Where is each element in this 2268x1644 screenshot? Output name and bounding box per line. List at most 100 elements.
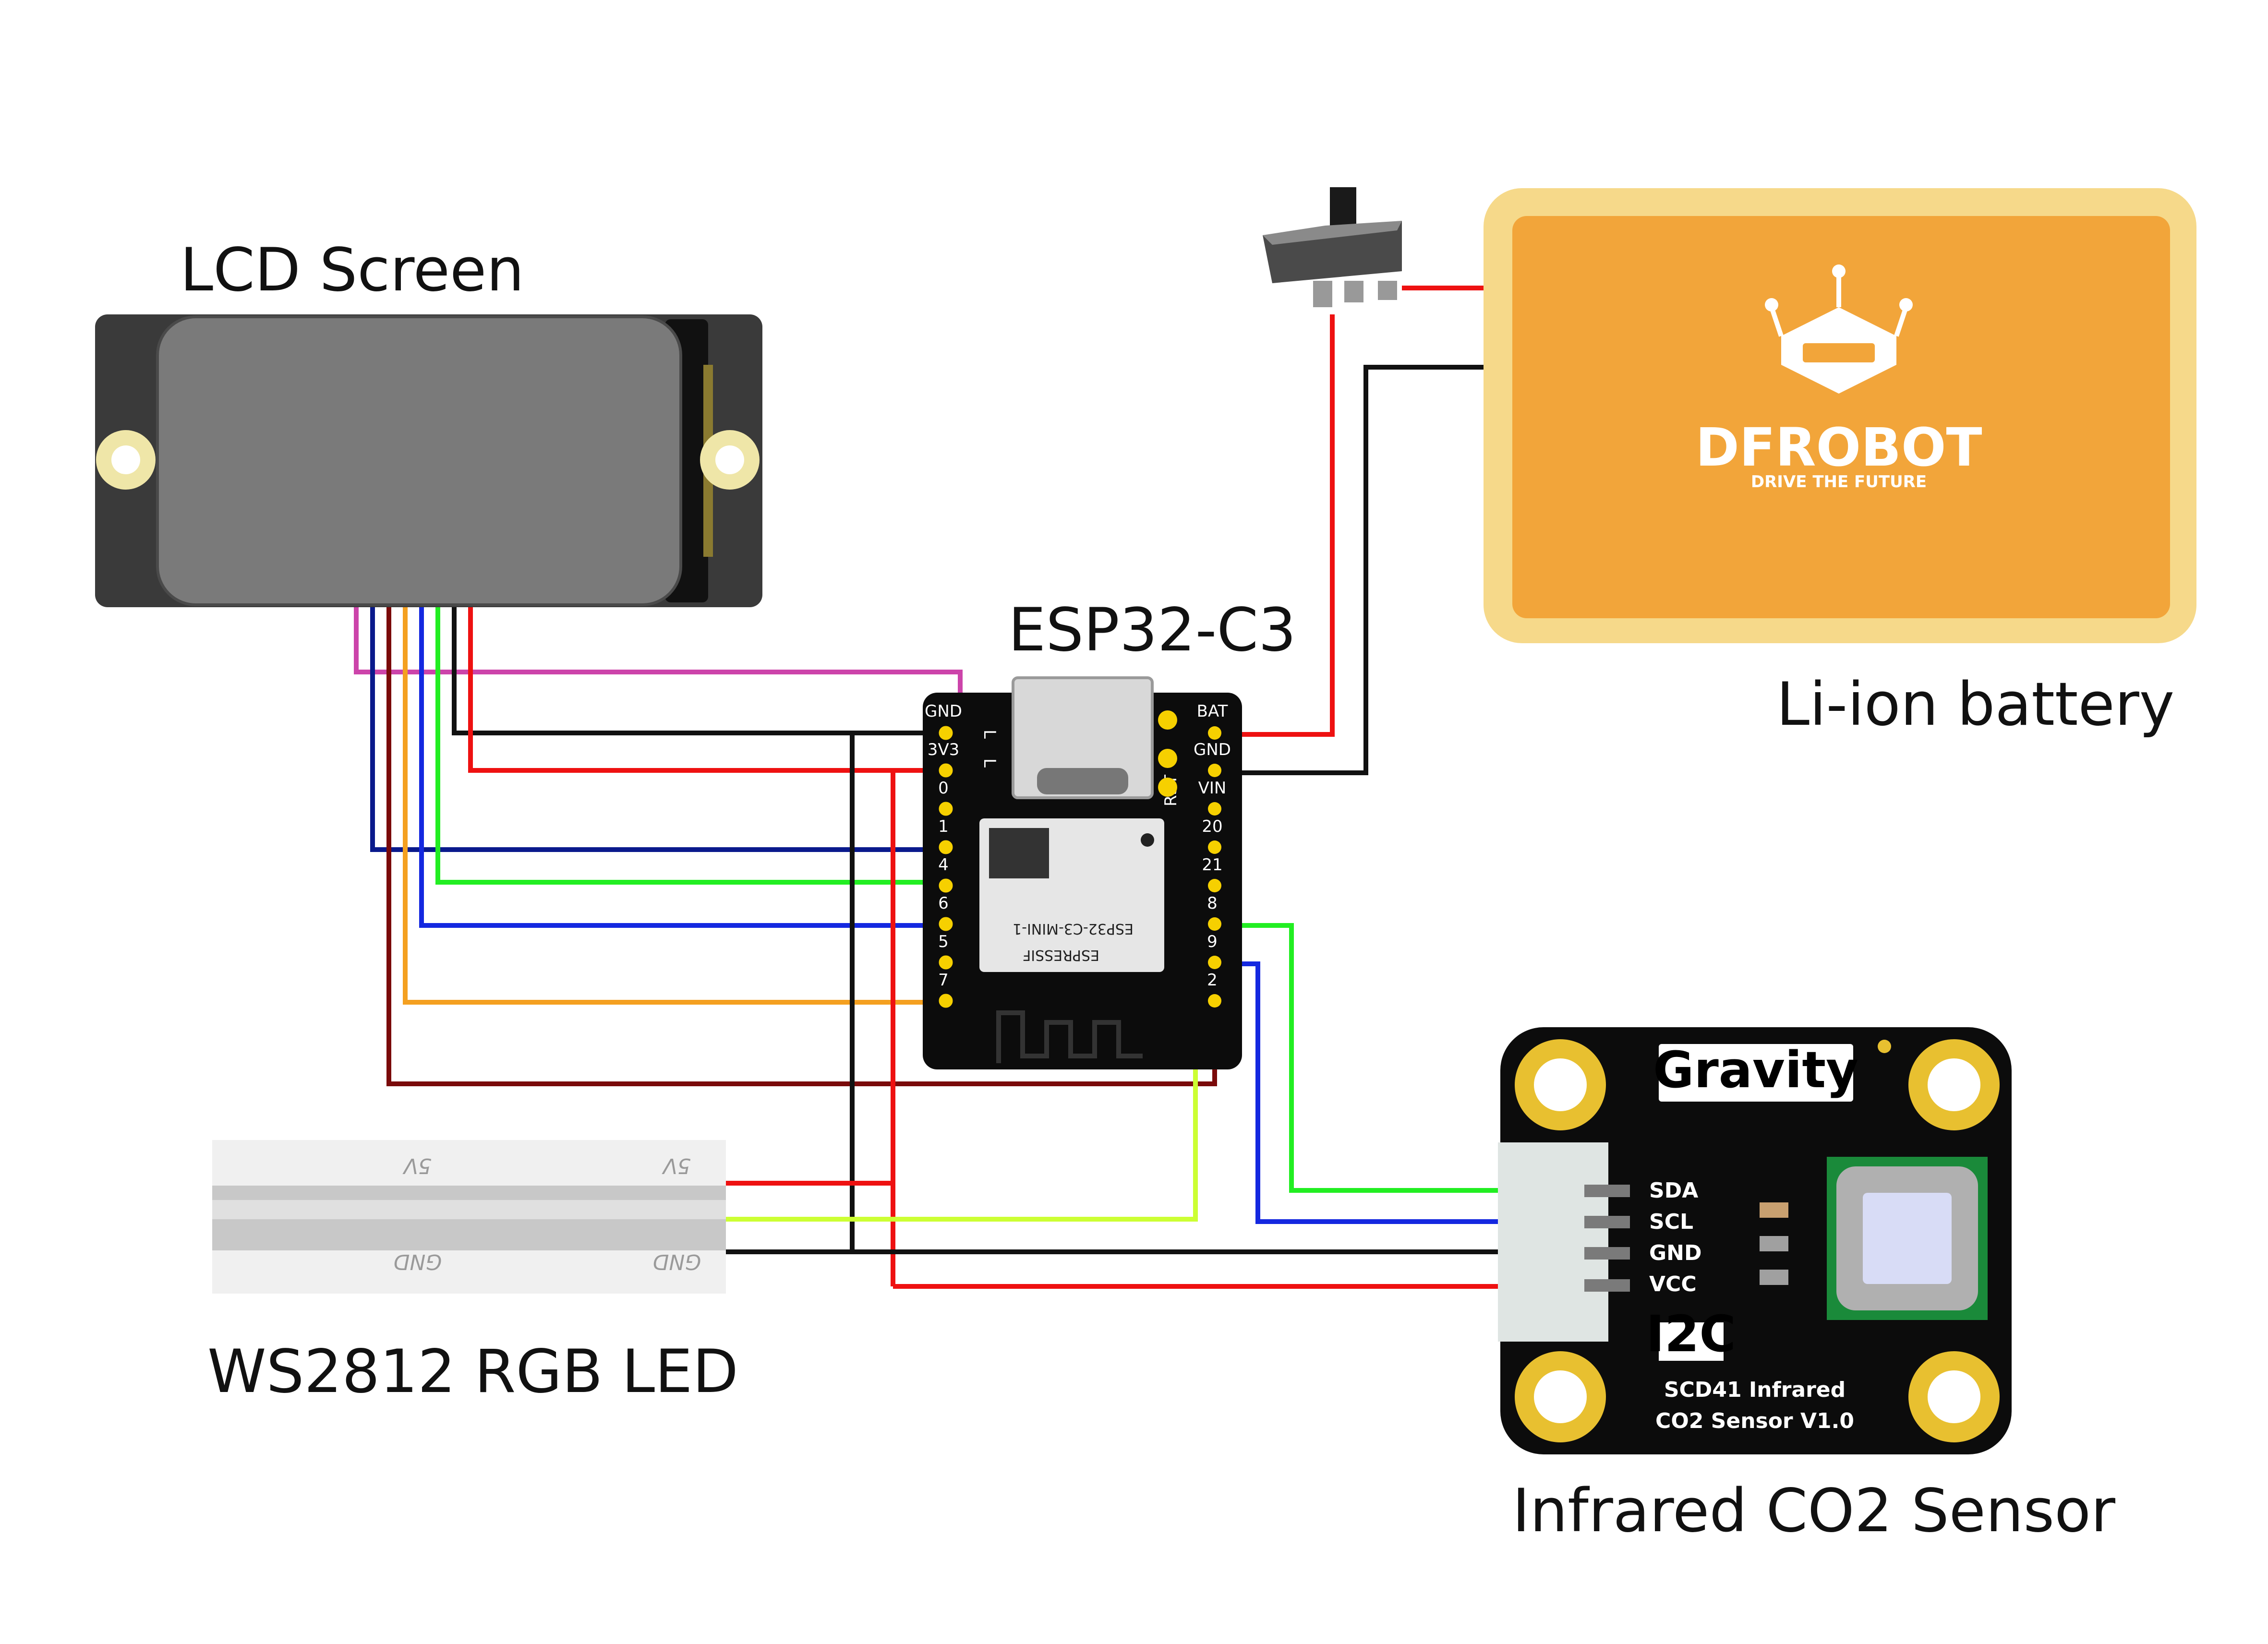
battery-inner bbox=[1512, 216, 2170, 618]
esp32-board: ESP32-C3-MINI-1 ESPRESSIF GND 3V3 0 1 4 … bbox=[923, 596, 1296, 1069]
co2-name-line2: CO2 Sensor V1.0 bbox=[1655, 1409, 1854, 1433]
smd-part-1 bbox=[1760, 1202, 1788, 1218]
strip-tube-highlight bbox=[212, 1200, 726, 1219]
pin-gnd-left bbox=[939, 726, 953, 740]
co2-pcb bbox=[1500, 1027, 2012, 1454]
strip-gnd-label-2: GND bbox=[653, 1249, 701, 1274]
co2-mount-holes bbox=[1515, 1039, 2000, 1442]
co2-pin-gnd bbox=[1584, 1247, 1630, 1260]
switch-pin-3 bbox=[1378, 281, 1397, 300]
rst-pad-3 bbox=[1158, 778, 1177, 797]
co2-pin-sda bbox=[1584, 1185, 1630, 1197]
left-pin-pads bbox=[939, 726, 953, 1008]
battery-brand: DFROBOT bbox=[1695, 417, 1982, 478]
right-pin-label-20: 20 bbox=[1202, 817, 1222, 836]
left-pin-label-7: 7 bbox=[938, 971, 949, 990]
co2-connector bbox=[1498, 1142, 1608, 1342]
pin-3v3 bbox=[939, 763, 953, 778]
pin-5 bbox=[939, 955, 953, 970]
left-pin-label-4: 4 bbox=[938, 855, 949, 875]
smd-part-3 bbox=[1760, 1270, 1788, 1285]
qr-code-icon bbox=[989, 828, 1049, 878]
wire-sda bbox=[1215, 923, 1599, 1193]
rst-pad-1 bbox=[1158, 710, 1177, 730]
strip-5v-label-2: 5V bbox=[662, 1153, 691, 1178]
module-brand: ESPRESSIF bbox=[1023, 947, 1099, 963]
co2-pin-label-scl: SCL bbox=[1649, 1210, 1693, 1234]
left-pin-label-0: 0 bbox=[938, 779, 949, 798]
smd-part-2 bbox=[1760, 1236, 1788, 1251]
pin-bat bbox=[1208, 726, 1221, 740]
lcd-mount-hole-left-inner bbox=[111, 445, 140, 474]
lcd-mount-hole-right-inner bbox=[715, 445, 744, 474]
wire-lcd-gnd bbox=[452, 606, 946, 735]
led-mark-2: L bbox=[980, 758, 999, 768]
co2-pin-label-vcc: VCC bbox=[1649, 1272, 1697, 1296]
co2-pin-vcc bbox=[1584, 1279, 1630, 1292]
wire-lcd-io7 bbox=[403, 606, 946, 1005]
pin-vin bbox=[1208, 802, 1221, 816]
pin-0 bbox=[939, 802, 953, 816]
dfrobot-logo-icon bbox=[1765, 264, 1913, 394]
left-pin-label-1: 1 bbox=[938, 817, 949, 836]
wire-lcd-io1 bbox=[370, 606, 946, 852]
co2-pin-label-gnd: GND bbox=[1649, 1241, 1701, 1265]
co2-label: Infrared CO2 Sensor bbox=[1512, 1476, 2115, 1546]
pin-8 bbox=[1208, 917, 1221, 931]
led-label: WS2812 RGB LED bbox=[207, 1337, 738, 1406]
strip-5v-label-1: 5V bbox=[402, 1153, 432, 1178]
right-pin-label-gnd: GND bbox=[1194, 740, 1231, 759]
wires bbox=[354, 286, 1618, 1289]
wire-lcd-io6 bbox=[419, 606, 946, 928]
pin-20 bbox=[1208, 840, 1221, 854]
right-pin-label-vin: VIN bbox=[1198, 779, 1227, 798]
battery-tagline: DRIVE THE FUTURE bbox=[1751, 472, 1927, 492]
rst-pad-2 bbox=[1158, 749, 1177, 768]
battery-pack: DFROBOT DRIVE THE FUTURE Li-ion battery bbox=[1484, 188, 2196, 739]
right-pin-label-bat: BAT bbox=[1197, 702, 1228, 721]
pin-gnd-right bbox=[1208, 764, 1221, 777]
led-mark-1: L bbox=[980, 730, 999, 739]
i2c-badge bbox=[1659, 1322, 1724, 1361]
battery-label: Li-ion battery bbox=[1776, 670, 2174, 739]
switch-pin-1 bbox=[1313, 281, 1332, 307]
strip-gnd-label-1: GND bbox=[394, 1249, 442, 1274]
right-pin-label-2: 2 bbox=[1207, 971, 1218, 990]
lcd-module: LCD Screen bbox=[95, 236, 762, 607]
right-pin-label-21: 21 bbox=[1202, 855, 1222, 875]
wire-lcd-3v3 bbox=[468, 606, 946, 773]
usb-c-connector bbox=[1012, 676, 1154, 799]
pin-4 bbox=[939, 878, 953, 893]
esp32-label: ESP32-C3 bbox=[1008, 596, 1296, 665]
co2-sensor: Gravity SDA SCL GND VCC I2C SCD41 Infrar… bbox=[1498, 1027, 2115, 1546]
left-pin-label-gnd: GND bbox=[925, 702, 962, 721]
wire-magenta bbox=[354, 606, 963, 698]
switch-pin-2 bbox=[1344, 281, 1363, 302]
right-pin-pads bbox=[1208, 726, 1221, 1008]
wire-batt-gnd bbox=[1215, 365, 1493, 775]
pin-21 bbox=[1208, 879, 1221, 892]
co2-pin-scl bbox=[1584, 1216, 1630, 1228]
right-pin-label-9: 9 bbox=[1207, 932, 1218, 951]
pin-6 bbox=[939, 917, 953, 931]
pin-7 bbox=[939, 994, 953, 1008]
lcd-label: LCD Screen bbox=[180, 236, 524, 305]
pin-9 bbox=[1208, 956, 1221, 969]
left-pin-label-3v3: 3V3 bbox=[928, 740, 960, 759]
scd41-sensor-window bbox=[1863, 1193, 1952, 1284]
wire-lcd-io4 bbox=[435, 606, 946, 885]
switch-body-top bbox=[1263, 221, 1402, 245]
antenna-trace bbox=[996, 1010, 1143, 1063]
gravity-text: Gravity bbox=[1653, 1041, 1858, 1099]
left-pin-label-6: 6 bbox=[938, 894, 949, 913]
right-pin-label-8: 8 bbox=[1207, 894, 1218, 913]
lcd-display bbox=[156, 315, 682, 606]
wire-bat bbox=[1215, 314, 1335, 737]
pin1-dot-icon bbox=[1141, 833, 1154, 847]
slide-switch bbox=[1263, 187, 1402, 307]
pin-2 bbox=[1208, 994, 1221, 1008]
left-pin-label-5: 5 bbox=[938, 932, 949, 951]
module-name: ESP32-C3-MINI-1 bbox=[1013, 920, 1134, 937]
usb-c-port bbox=[1037, 768, 1128, 794]
